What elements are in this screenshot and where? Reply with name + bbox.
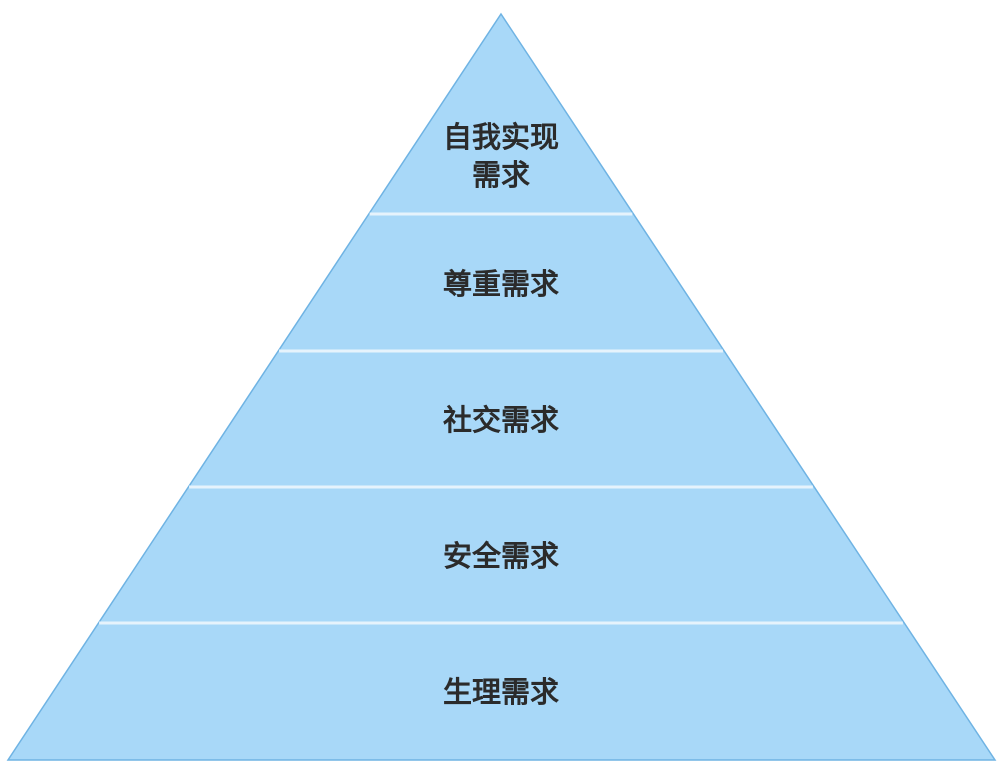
tier-social-label: 社交需求 [442,403,559,437]
tier-self-actualization-label: 自我实现 需求 [442,120,559,192]
tier-physiological-label: 生理需求 [442,675,559,709]
tier-esteem-label: 尊重需求 [442,267,559,301]
tier-dividers [99,212,903,625]
tier-safety-label: 安全需求 [442,539,559,573]
pyramid-triangle [6,12,997,761]
